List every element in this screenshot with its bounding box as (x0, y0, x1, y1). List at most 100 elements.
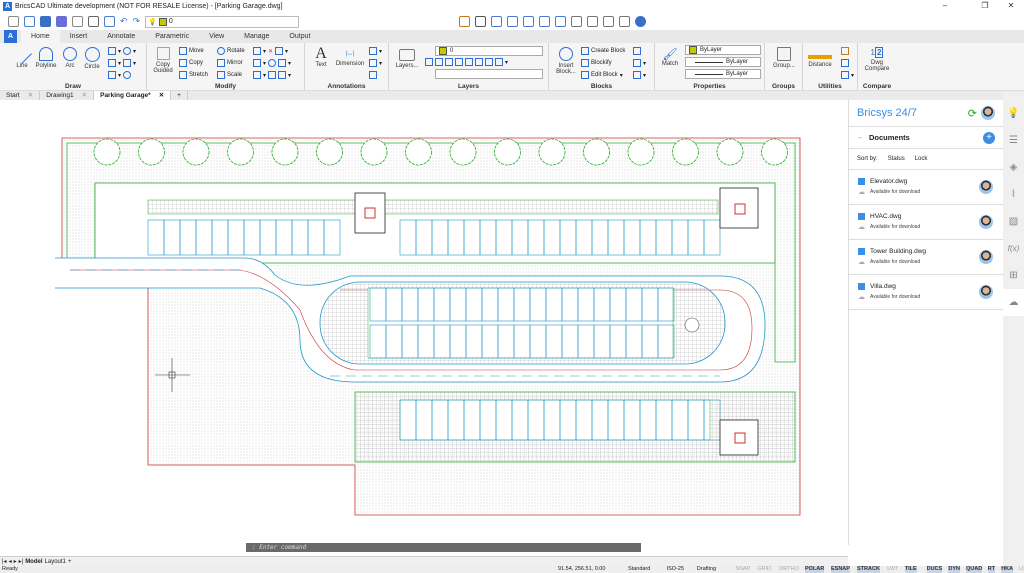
tab-output[interactable]: Output (289, 33, 311, 40)
lightbulb-icon[interactable]: 💡 (1007, 108, 1020, 119)
dimension-button[interactable]: |↔|Dimension (335, 51, 365, 67)
save-as-icon[interactable] (56, 16, 67, 27)
undo-icon[interactable]: ↶ (120, 16, 128, 26)
minimize-button[interactable]: – (942, 1, 948, 10)
color-dropdown[interactable]: ByLayer (685, 45, 761, 55)
layers-icon[interactable]: ◈ (1009, 162, 1018, 173)
layer-off-icon[interactable] (523, 16, 535, 27)
status-toggle-polar[interactable]: POLAR (805, 566, 825, 573)
move-button[interactable]: Move (179, 47, 204, 55)
utility-tool-1[interactable] (841, 47, 849, 55)
status-toggle-quad[interactable]: QUAD (966, 566, 983, 573)
add-layout-button[interactable]: + (67, 558, 72, 565)
distance-button[interactable]: Distance (805, 49, 835, 68)
doc-tab-drawing1[interactable]: Drawing1✕ (40, 91, 95, 100)
layer-tool-icon[interactable] (475, 16, 487, 27)
scale-button[interactable]: Scale (217, 71, 242, 79)
line-button[interactable]: Line (12, 44, 32, 69)
layer-state-dropdown[interactable] (435, 69, 543, 79)
print-icon[interactable] (88, 16, 99, 27)
status-toggle-hka[interactable]: HKA (1001, 566, 1014, 573)
sort-status[interactable]: Status (887, 156, 905, 162)
cloud-icon[interactable]: ☁ (1003, 289, 1024, 316)
polygon-button[interactable]: ▾ ▾ (108, 59, 136, 67)
print-preview-icon[interactable] (72, 16, 83, 27)
publish-icon[interactable] (104, 16, 115, 27)
multileader-button[interactable]: ▾ (369, 59, 382, 67)
status-toggle-lockui[interactable]: LOCKUI (1018, 566, 1024, 572)
block-tool-1[interactable] (633, 47, 641, 55)
annotation-tools[interactable]: ▾ (369, 47, 382, 55)
hatch-icon[interactable]: ▧ (1008, 216, 1019, 227)
status-toggle-snap[interactable]: SNAP (735, 566, 751, 572)
utility-tool-2[interactable] (841, 59, 849, 67)
layers-button[interactable]: Layers... (394, 49, 420, 69)
command-line[interactable]: : Enter command (246, 543, 641, 552)
first-layout-button[interactable]: |◂ (2, 559, 7, 565)
status-toggle-lwt[interactable]: LWT (887, 566, 899, 572)
add-document-button[interactable]: + (983, 131, 995, 144)
tab-annotate[interactable]: Annotate (107, 33, 136, 40)
sort-lock[interactable]: Lock (914, 156, 928, 162)
lineweight-dropdown[interactable]: ByLayer (685, 69, 761, 79)
tab-layout1[interactable]: Layout1 (44, 558, 66, 565)
tab-view[interactable]: View (209, 33, 225, 40)
open-icon[interactable] (24, 16, 35, 27)
copy-guided-button[interactable]: Copy Guided (152, 47, 174, 74)
paperclip-icon[interactable]: ⌇ (1011, 189, 1016, 200)
close-button[interactable]: ✕ (1007, 1, 1015, 10)
group-button[interactable]: Group... (769, 47, 799, 69)
utility-tool-3[interactable]: ▾ (841, 71, 854, 79)
tab-model[interactable]: Model (25, 558, 43, 565)
last-layout-button[interactable]: ▸| (18, 559, 24, 565)
new-icon[interactable] (8, 16, 19, 27)
block-tool-3[interactable]: ▾ (633, 71, 646, 79)
create-block-button[interactable]: Create Block (581, 47, 625, 55)
blockify-button[interactable]: Blockify (581, 59, 612, 67)
function-icon[interactable]: f(x) (1007, 244, 1020, 253)
doc-tab-parking-garage[interactable]: Parking Garage*✕ (94, 91, 172, 100)
document-item[interactable]: Tower Building.dwg ☁ Available for downl… (849, 240, 1003, 275)
circle-button[interactable]: Circle (82, 47, 102, 70)
tab-home[interactable]: Home (21, 30, 60, 43)
arc-button[interactable]: Arc (60, 47, 80, 69)
layer-tools[interactable]: ▾ (425, 58, 508, 66)
match-button[interactable]: 🖌Match (661, 47, 679, 67)
eraser-icon[interactable] (571, 16, 583, 27)
layer-freeze-icon[interactable] (539, 16, 551, 27)
insert-block-button[interactable]: Insert Block... (553, 47, 579, 75)
rectangle-button[interactable]: ▾ ▾ (108, 47, 136, 55)
status-toggle-dyn[interactable]: DYN (948, 566, 961, 573)
drawing-canvas[interactable] (0, 100, 848, 545)
table-button[interactable] (369, 71, 377, 79)
status-toggle-grid[interactable]: GRID (757, 566, 771, 572)
help-icon[interactable] (635, 16, 647, 27)
hatch-button[interactable]: ▾ (108, 71, 132, 79)
layer-isolate-icon[interactable] (507, 16, 519, 27)
tab-parametric[interactable]: Parametric (155, 33, 190, 40)
sliders-icon[interactable]: ☰ (1009, 135, 1018, 146)
app-menu-button[interactable]: A (4, 30, 17, 43)
status-toggle-standard[interactable]: Standard (628, 566, 651, 572)
status-toggle-drafting[interactable]: Drafting (696, 566, 717, 572)
polyline-button[interactable]: Polyline (34, 47, 58, 69)
document-item[interactable]: Elevator.dwg ☁ Available for download (849, 170, 1003, 205)
status-toggle-ortho[interactable]: ORTHO (779, 566, 799, 572)
prev-layout-button[interactable]: ◂ (8, 559, 12, 565)
copy-button[interactable]: Copy (179, 59, 203, 67)
status-toggle-rt[interactable]: RT (987, 566, 996, 573)
match-layer-icon[interactable] (459, 16, 471, 27)
stamp-icon[interactable] (587, 16, 599, 27)
status-toggle-iso-25[interactable]: ISO-25 (666, 566, 685, 572)
mirror-button[interactable]: Mirror (217, 59, 243, 67)
misc-icon[interactable] (619, 16, 631, 27)
restore-button[interactable]: ❐ (981, 1, 989, 10)
layer-dropdown[interactable]: 💡 0 (145, 15, 300, 28)
document-item[interactable]: HVAC.dwg ☁ Available for download (849, 205, 1003, 240)
modify-tools-row3[interactable]: ▾▾ (253, 71, 291, 79)
stretch-button[interactable]: Stretch (179, 71, 208, 79)
status-toggle-strack[interactable]: STRACK (857, 566, 880, 573)
back-arrow-icon[interactable]: ← (857, 134, 864, 141)
